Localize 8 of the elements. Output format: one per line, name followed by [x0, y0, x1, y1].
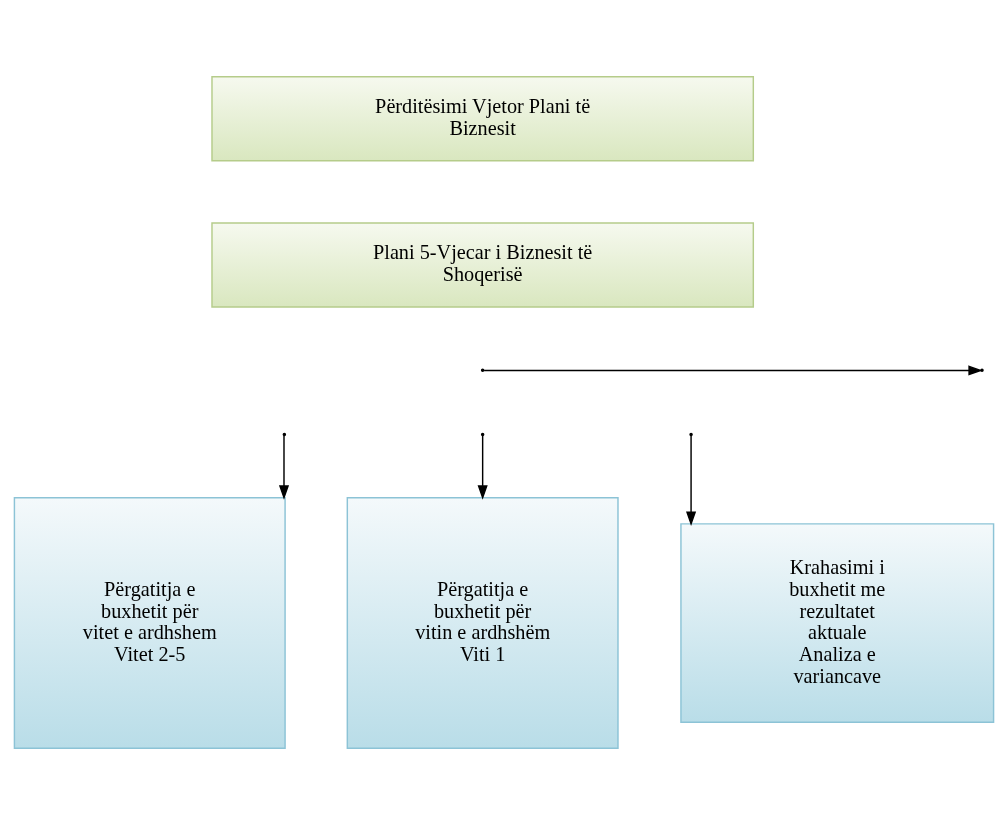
- node-box: Plani 5-Vjecar i Biznesit të Shoqerisë: [211, 222, 755, 308]
- node-box: Përditësimi Vjetor Plani të Biznesit: [211, 76, 755, 162]
- arrow: [278, 435, 290, 500]
- arrow: [477, 435, 488, 500]
- arrow: [686, 435, 697, 526]
- node-box: Krahasimi i buxhetit me rezultatet aktuale Analiza e variancave: [680, 523, 995, 723]
- node-box: Përgatitja e buxhetit për vitin e ardhshëm Viti 1: [346, 497, 619, 749]
- node-box: Përgatitja e buxhetit për vitet e ardhshem Vitet 2-5: [13, 497, 286, 749]
